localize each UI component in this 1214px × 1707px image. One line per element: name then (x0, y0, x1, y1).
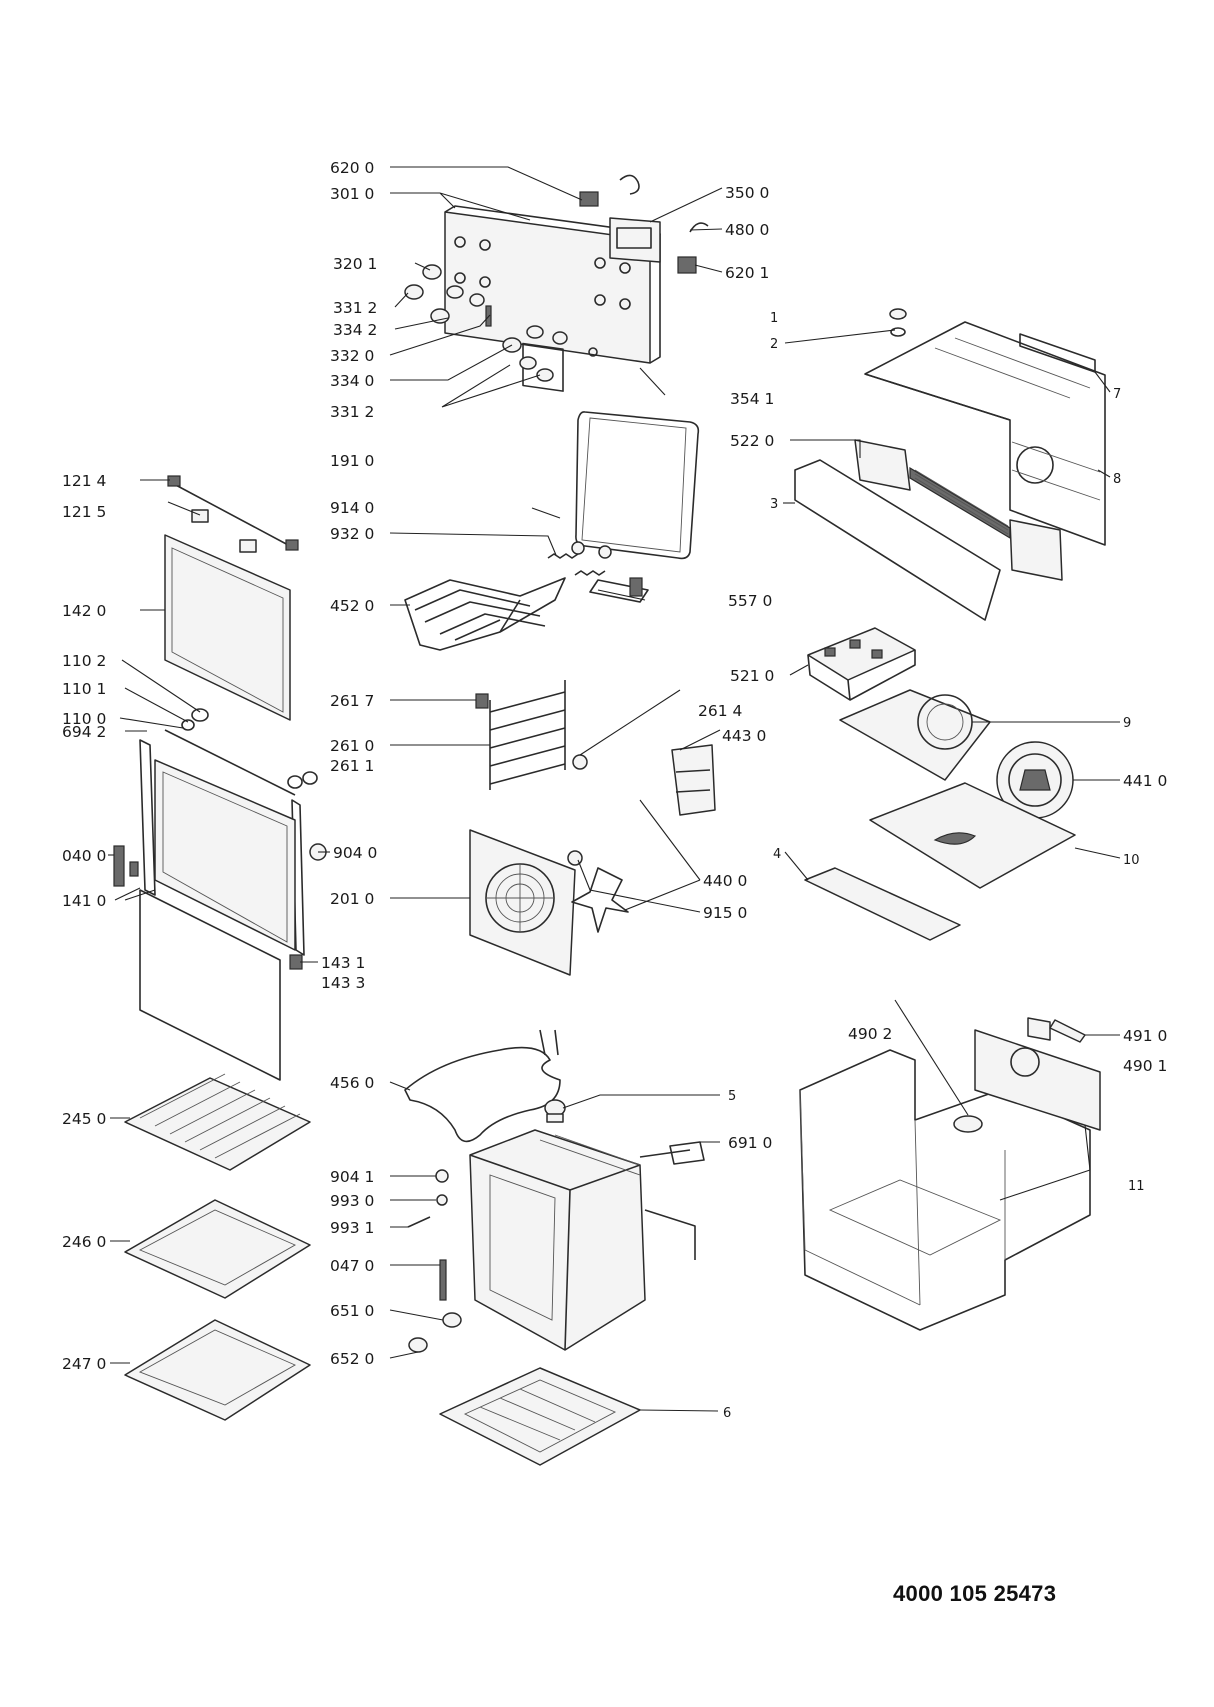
cooling-plate-part (839, 689, 991, 781)
fan-motor-part (567, 744, 716, 933)
callout-694-2: 694 2 (62, 723, 106, 741)
bottom-element-part (404, 1046, 561, 1143)
callout-142-0: 142 0 (62, 602, 106, 620)
callout-11: 11 (1128, 1179, 1145, 1194)
callout-350-0: 350 0 (725, 184, 769, 202)
callout-456-0: 456 0 (330, 1074, 374, 1092)
callout-491-0: 491 0 (1123, 1027, 1167, 1045)
callout-047-0: 047 0 (330, 1257, 374, 1275)
door-gasket-part (575, 411, 700, 560)
callout-261-1: 261 1 (330, 757, 374, 775)
callout-522-0: 522 0 (730, 432, 774, 450)
door-assembly-part (113, 475, 327, 1081)
callout-915-0: 915 0 (703, 904, 747, 922)
callout-904-1: 904 1 (330, 1168, 374, 1186)
callout-121-4: 121 4 (62, 472, 106, 490)
wiring-bracket-part (794, 439, 1063, 621)
shelf-support-part (475, 680, 588, 790)
callout-261-4: 261 4 (698, 702, 742, 720)
callout-331-2a: 331 2 (333, 299, 377, 317)
callout-labels: 620 0 301 0 350 0 480 0 620 1 320 1 331 … (62, 159, 1167, 1421)
callout-993-1: 993 1 (330, 1219, 374, 1237)
shallow-tray-part (124, 1199, 311, 1299)
callout-440-0: 440 0 (703, 872, 747, 890)
callout-480-0: 480 0 (725, 221, 769, 239)
callout-490-1: 490 1 (1123, 1057, 1167, 1075)
callout-904-0: 904 0 (333, 844, 377, 862)
oven-body-part (469, 1129, 696, 1351)
callout-620-0: 620 0 (330, 159, 374, 177)
callout-040-0: 040 0 (62, 847, 106, 865)
base-plate-part (804, 782, 1076, 941)
callout-10: 10 (1123, 853, 1140, 868)
callout-652-0: 652 0 (330, 1350, 374, 1368)
callout-3: 3 (770, 497, 778, 512)
callout-334-0: 334 0 (330, 372, 374, 390)
callout-6: 6 (723, 1406, 731, 1421)
callout-143-3: 143 3 (321, 974, 365, 992)
callout-443-0: 443 0 (722, 727, 766, 745)
callout-121-5: 121 5 (62, 503, 106, 521)
callout-320-1: 320 1 (333, 255, 377, 273)
back-cover-part (469, 829, 576, 976)
callout-261-0: 261 0 (330, 737, 374, 755)
cooling-fan-part (996, 741, 1074, 819)
callout-7: 7 (1113, 387, 1121, 402)
callout-261-7: 261 7 (330, 692, 374, 710)
callout-247-0: 247 0 (62, 1355, 106, 1373)
callout-191-0: 191 0 (330, 452, 374, 470)
callout-354-1: 354 1 (730, 390, 774, 408)
control-panel-part (404, 174, 709, 392)
callout-110-0: 110 0 (62, 710, 106, 728)
oven-cavity-part (799, 1017, 1101, 1331)
bottom-tray-part (439, 1367, 641, 1466)
lamp-part (544, 1099, 566, 1123)
grill-element-part (404, 577, 566, 651)
callout-5: 5 (728, 1089, 736, 1104)
callout-141-0: 141 0 (62, 892, 106, 910)
callout-110-1: 110 1 (62, 680, 106, 698)
callout-441-0: 441 0 (1123, 772, 1167, 790)
callout-932-0: 932 0 (330, 525, 374, 543)
callout-245-0: 245 0 (62, 1110, 106, 1128)
callout-521-0: 521 0 (730, 667, 774, 685)
callout-4: 4 (773, 847, 781, 862)
deep-tray-part (124, 1319, 311, 1421)
callout-9: 9 (1123, 716, 1131, 731)
callout-2: 2 (770, 337, 778, 352)
callout-1: 1 (770, 311, 778, 326)
callout-8: 8 (1113, 472, 1121, 487)
electronic-module-part (807, 627, 916, 701)
callout-993-0: 993 0 (330, 1192, 374, 1210)
callout-651-0: 651 0 (330, 1302, 374, 1320)
callout-332-0: 332 0 (330, 347, 374, 365)
callout-620-1: 620 1 (725, 264, 769, 282)
leader-lines (108, 166, 1121, 1412)
callout-334-2: 334 2 (333, 321, 377, 339)
callout-490-2: 490 2 (848, 1025, 892, 1043)
callout-201-0: 201 0 (330, 890, 374, 908)
callout-331-2b: 331 2 (330, 403, 374, 421)
callout-452-0: 452 0 (330, 597, 374, 615)
callout-301-0: 301 0 (330, 185, 374, 203)
document-number: 4000 105 25473 (893, 1581, 1057, 1606)
wire-shelf-part (124, 1073, 311, 1171)
callout-557-0: 557 0 (728, 592, 772, 610)
top-frame-part (864, 308, 1106, 546)
callout-691-0: 691 0 (728, 1134, 772, 1152)
callout-143-1: 143 1 (321, 954, 365, 972)
callout-246-0: 246 0 (62, 1233, 106, 1251)
callout-914-0: 914 0 (330, 499, 374, 517)
parts-drawing (113, 174, 1106, 1466)
callout-110-2: 110 2 (62, 652, 106, 670)
